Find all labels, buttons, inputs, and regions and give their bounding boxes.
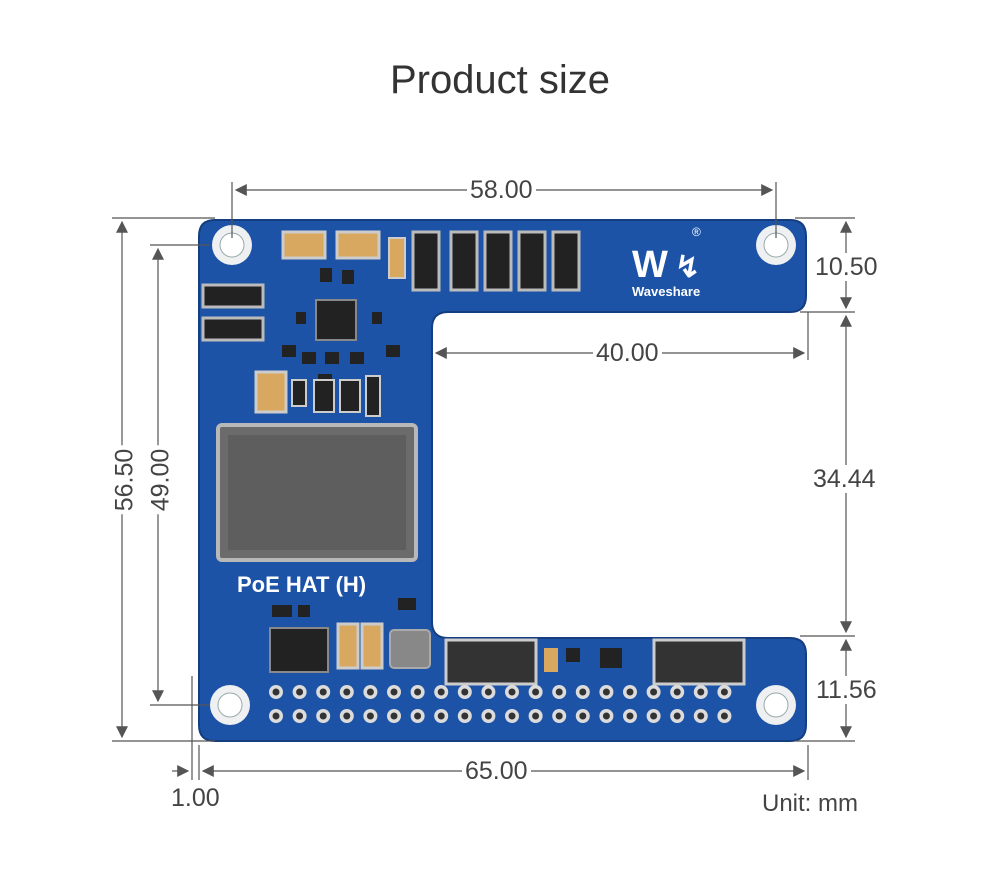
dim-total-width: 65.00 bbox=[462, 757, 531, 785]
dim-hole-spacing-vertical: 49.00 bbox=[146, 445, 175, 515]
diodes-left bbox=[201, 283, 265, 342]
dim-top-width: 58.00 bbox=[467, 176, 536, 204]
dim-bottom-bar-height: 11.56 bbox=[813, 676, 880, 704]
pcb-board bbox=[198, 219, 807, 742]
mounting-hole-top-left bbox=[212, 225, 252, 265]
diodes-top bbox=[411, 230, 581, 292]
dim-slot-width: 40.00 bbox=[593, 339, 662, 367]
unit-label: Unit: mm bbox=[762, 790, 858, 817]
dim-top-bar-height: 10.50 bbox=[812, 253, 881, 281]
dim-total-height: 56.50 bbox=[110, 445, 139, 515]
brand-logo-mark: W bbox=[632, 244, 668, 286]
mounting-hole-bottom-left bbox=[210, 685, 250, 725]
components-middle bbox=[254, 370, 381, 417]
mounting-hole-bottom-right bbox=[756, 685, 796, 725]
dim-edge-offset: 1.00 bbox=[168, 784, 223, 812]
board-name-label: PoE HAT (H) bbox=[237, 572, 366, 597]
components-lower bbox=[269, 598, 746, 686]
dim-slot-height: 34.44 bbox=[810, 465, 879, 493]
small-components bbox=[282, 268, 400, 386]
brand-logo-arrow: ↯ bbox=[675, 251, 700, 284]
capacitors-top bbox=[281, 230, 406, 279]
brand-logo-registered: ® bbox=[692, 225, 701, 239]
gpio-header bbox=[269, 685, 732, 723]
brand-name-label: Waveshare bbox=[632, 284, 700, 299]
page-title: Product size bbox=[389, 58, 611, 102]
controller-chip bbox=[315, 299, 357, 341]
